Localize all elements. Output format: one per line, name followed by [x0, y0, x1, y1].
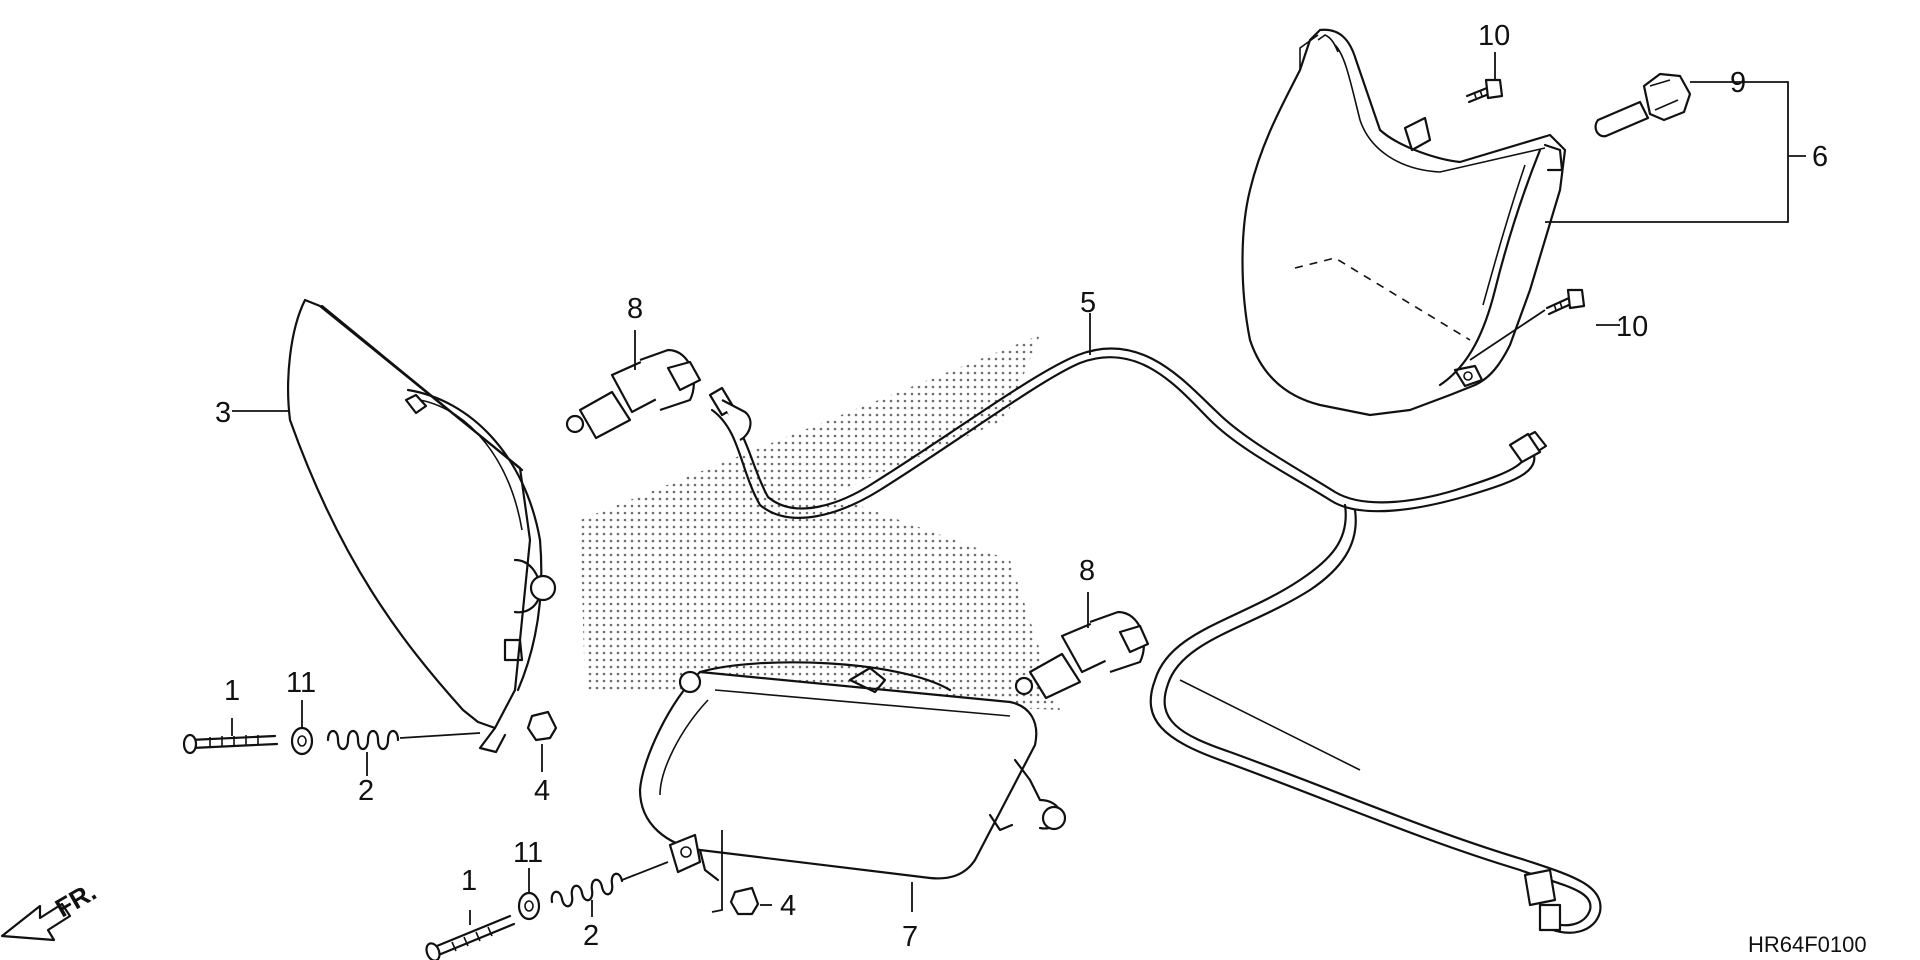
wire-harness[interactable] — [708, 347, 1602, 934]
callout-4-upper: 4 — [534, 775, 550, 807]
callout-10-lower: 10 — [1616, 311, 1648, 343]
headlight-upper[interactable] — [287, 298, 557, 754]
callout-11-lower: 11 — [513, 837, 543, 869]
screw-upper-10[interactable] — [1465, 78, 1504, 104]
callout-2-lower: 2 — [583, 920, 599, 952]
stipple-shading — [580, 335, 1060, 710]
front-direction-arrow-icon: FR. — [0, 876, 101, 942]
callout-1-upper: 1 — [224, 675, 240, 707]
callout-5: 5 — [1080, 287, 1096, 319]
callout-10-upper: 10 — [1478, 20, 1510, 52]
leader-lines — [231, 52, 1806, 925]
callout-9: 9 — [1730, 67, 1746, 99]
diagram-code: HR64F0100 — [1748, 932, 1867, 957]
callout-7: 7 — [902, 921, 918, 953]
nut-lower[interactable] — [729, 886, 760, 916]
callout-8-lower: 8 — [1079, 555, 1095, 587]
callout-11-upper: 11 — [286, 667, 316, 699]
bracket-lower[interactable] — [668, 833, 702, 874]
callout-1-lower: 1 — [461, 865, 477, 897]
spring-upper[interactable] — [326, 729, 400, 751]
callout-numbers: 3 1 11 2 4 8 5 8 10 9 6 10 1 11 2 4 7 — [215, 20, 1828, 953]
spring-lower[interactable] — [550, 872, 624, 908]
adjusting-screw-lower[interactable] — [424, 914, 516, 960]
position-light-housing[interactable] — [1241, 28, 1567, 417]
callout-2-upper: 2 — [358, 775, 374, 807]
callout-8-upper: 8 — [627, 293, 643, 325]
callout-6: 6 — [1812, 141, 1828, 173]
bulb-position[interactable] — [1594, 72, 1692, 138]
screw-lower-10[interactable] — [1545, 288, 1586, 316]
callout-4-lower: 4 — [780, 890, 796, 922]
callout-3: 3 — [215, 397, 231, 429]
bulb-upper[interactable] — [565, 348, 702, 440]
bulb-lower[interactable] — [1014, 610, 1150, 700]
washer-lower[interactable] — [517, 891, 541, 921]
headlight-lower[interactable] — [638, 661, 1067, 882]
adjusting-screw-upper[interactable] — [182, 733, 279, 755]
nut-upper[interactable] — [526, 710, 558, 742]
washer-upper[interactable] — [290, 726, 314, 756]
